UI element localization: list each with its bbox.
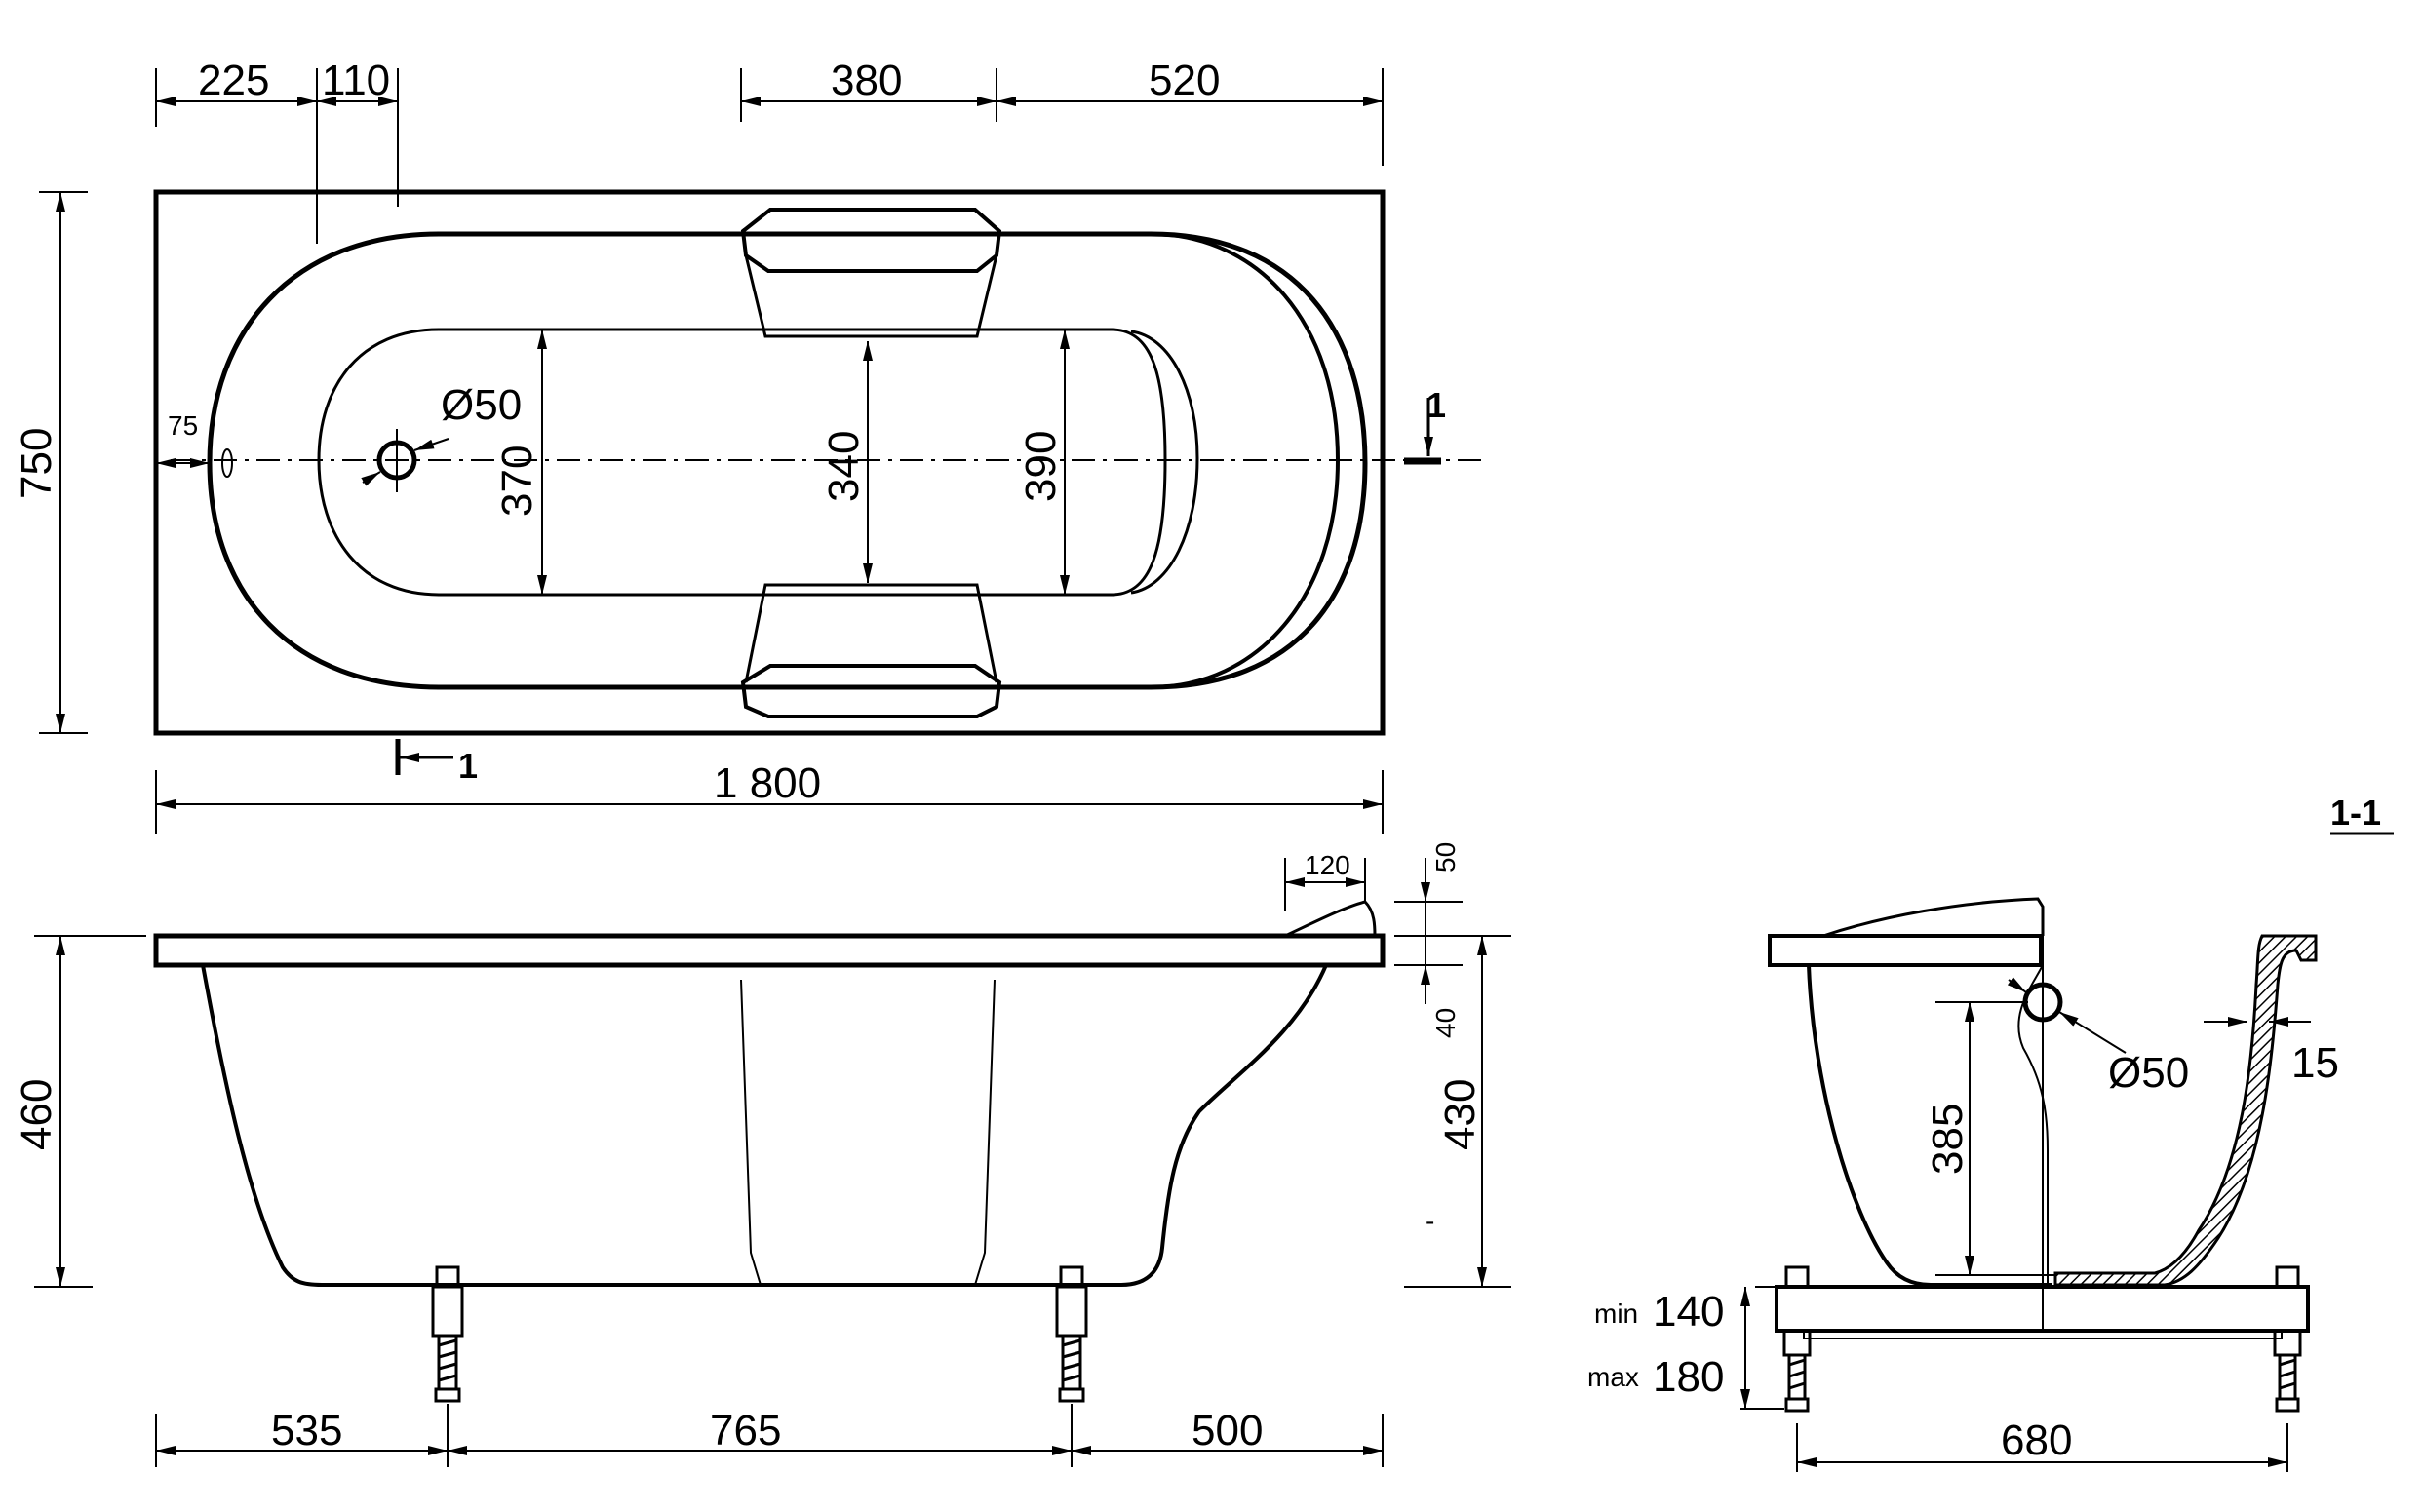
plan-armrest-bottom-body [744, 583, 998, 683]
plan-width-dimension [39, 191, 88, 734]
section-body-left [1807, 964, 2052, 1287]
dim-1800: 1 800 [714, 759, 821, 807]
section-view-labels: 1-1 15 Ø50 385 min 140 max 180 680 [1587, 793, 2381, 1464]
section-headrest [1822, 897, 2045, 938]
dim-680: 680 [2001, 1416, 2072, 1464]
dim-390: 390 [1017, 431, 1065, 502]
plan-view-labels: 225 110 380 520 750 75 Ø50 370 340 390 1… [13, 57, 1446, 807]
plan-overflow [221, 448, 233, 478]
section-leg-right [2273, 1265, 2302, 1413]
plan-armrest-top-body [744, 254, 998, 338]
dim-50: 50 [1430, 842, 1461, 872]
section-marker-bottom: 1 [458, 746, 478, 786]
dim-385: 385 [1924, 1104, 1972, 1175]
dim-dash: - [1426, 1206, 1434, 1236]
dim-15: 15 [2291, 1039, 2339, 1087]
section-wall-hatched [2053, 934, 2318, 1287]
dim-520: 520 [1149, 57, 1220, 104]
section-marker-right: 1 [1426, 385, 1446, 425]
side-headrest [1284, 900, 1377, 938]
dim-500: 500 [1192, 1407, 1263, 1454]
dim-225: 225 [198, 57, 269, 104]
side-center-panel [740, 979, 996, 1286]
side-leg-left [431, 1265, 464, 1403]
side-rim [153, 933, 1386, 968]
max-value: 180 [1653, 1353, 1724, 1401]
dim-765: 765 [710, 1407, 781, 1454]
plan-top-dimensions [155, 68, 1384, 244]
dim-75: 75 [168, 410, 198, 441]
plan-basin-floor [317, 328, 1167, 597]
dim-overflow-diameter: Ø50 [2108, 1049, 2189, 1097]
plan-armrest-top [740, 208, 1002, 273]
dim-430: 430 [1436, 1079, 1484, 1150]
dim-750: 750 [13, 428, 60, 499]
plan-length-dimension [155, 770, 1384, 834]
section-view [1740, 832, 2394, 1472]
plan-floor-backrest-curve [1130, 330, 1199, 595]
max-label: max [1587, 1362, 1639, 1392]
dim-110: 110 [322, 57, 390, 104]
min-label: min [1594, 1299, 1638, 1329]
min-value: 140 [1653, 1288, 1724, 1336]
plan-armrest-bottom [740, 664, 1002, 718]
side-view-labels: 460 120 50 40 430 - 535 765 500 [13, 842, 1484, 1454]
dim-40: 40 [1430, 1008, 1461, 1038]
side-leg-right [1055, 1265, 1088, 1403]
dim-120: 120 [1305, 850, 1350, 880]
dim-340: 340 [820, 431, 868, 502]
section-rim [1768, 934, 2043, 967]
section-leg-left [1782, 1265, 1812, 1413]
dim-370: 370 [493, 446, 541, 517]
side-view [34, 858, 1511, 1467]
dim-380: 380 [831, 57, 902, 104]
dim-535: 535 [271, 1407, 342, 1454]
side-body [201, 964, 1328, 1287]
dim-460: 460 [13, 1079, 60, 1150]
dim-drain-diameter: Ø50 [441, 381, 522, 429]
section-title: 1-1 [2330, 793, 2381, 833]
plan-view [39, 68, 1487, 834]
